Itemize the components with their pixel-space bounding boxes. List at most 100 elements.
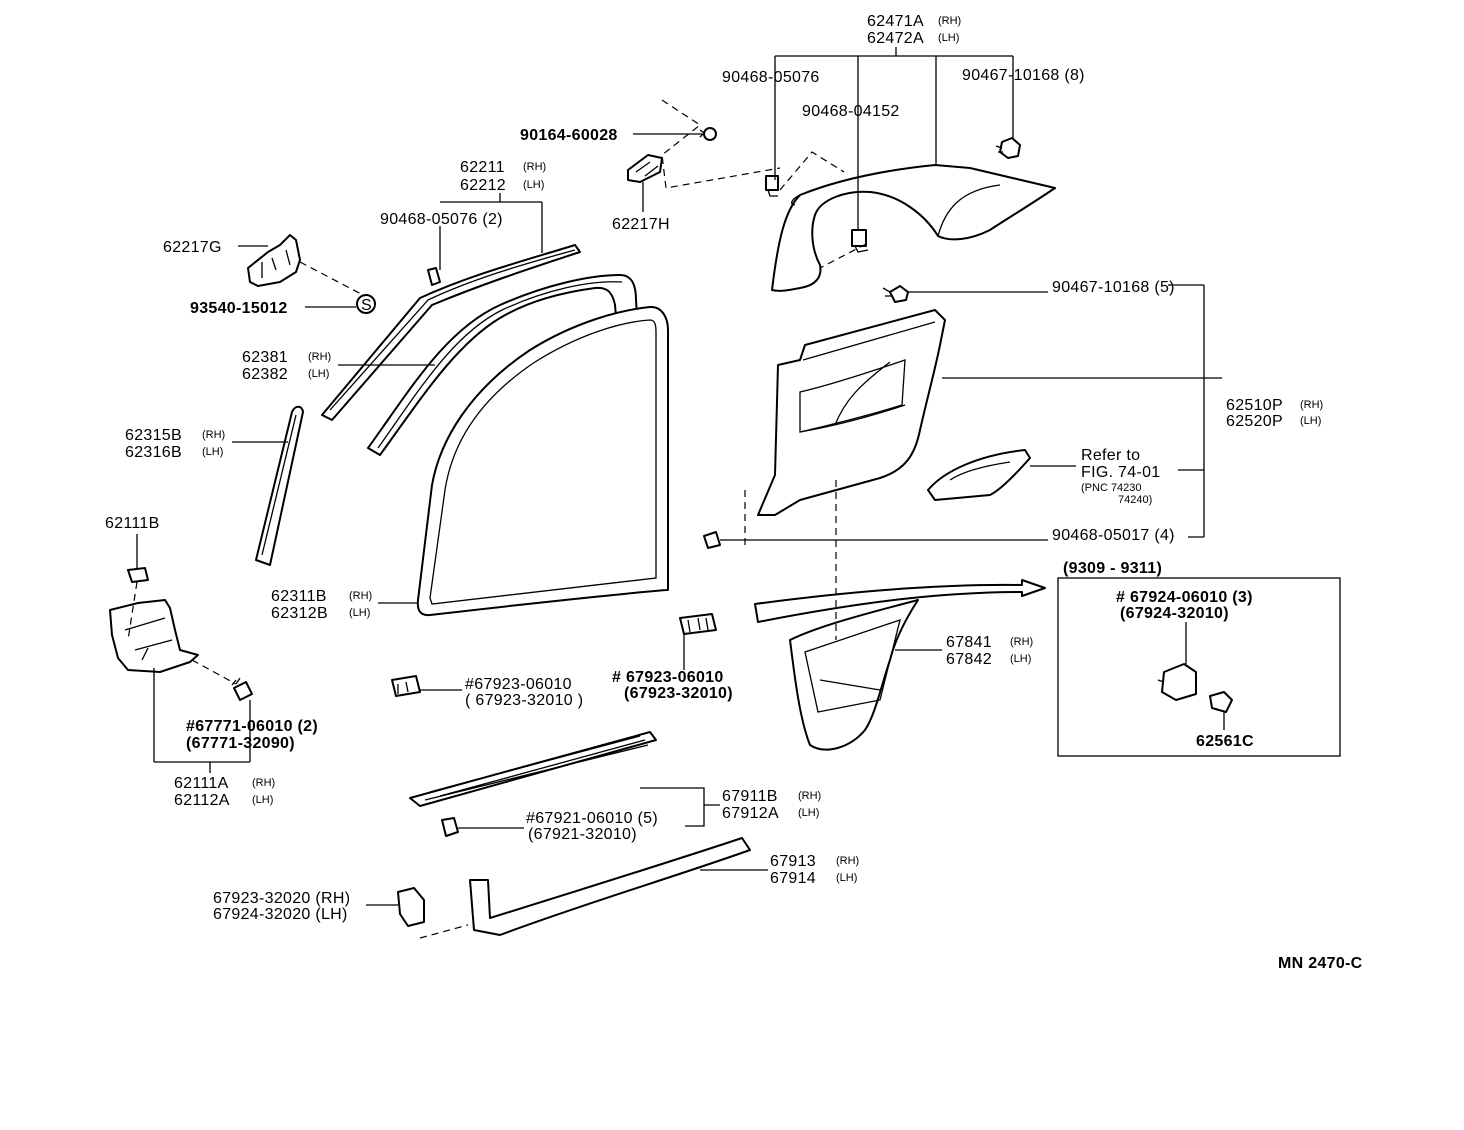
label-refer-line4: 74240) xyxy=(1118,494,1152,506)
label-67914: 67914 xyxy=(770,870,816,887)
leader-lines xyxy=(127,47,1341,939)
label-90164-60028: 90164-60028 xyxy=(520,127,618,144)
label-62212: 62212 xyxy=(460,177,506,194)
label-67923-b-line1: # 67923-06010 xyxy=(612,669,724,686)
label-67921-line2: (67921-32010) xyxy=(528,826,637,843)
label-67923-a-line2: ( 67923-32010 ) xyxy=(465,692,583,709)
label-62211-sub: (RH) xyxy=(523,161,546,173)
label-62471A: 62471A xyxy=(867,13,924,30)
clip-67923-a-part xyxy=(391,675,421,697)
label-diagram-code: MN 2470-C xyxy=(1278,955,1363,972)
cowl-trim-62111A-part xyxy=(109,599,199,673)
pillar-62315B-part xyxy=(255,405,304,566)
label-67923-a-line1: #67923-06010 xyxy=(465,676,572,693)
label-62311B: 62311B xyxy=(271,588,327,605)
quarter-trim-62510P-part xyxy=(757,309,946,516)
label-62520P-sub: (LH) xyxy=(1300,415,1321,427)
label-62472A: 62472A xyxy=(867,30,924,47)
label-refer-line1: Refer to xyxy=(1081,447,1140,464)
label-67842: 67842 xyxy=(946,651,992,668)
label-62111B: 62111B xyxy=(105,515,160,532)
clip-93540-symbol: S xyxy=(361,297,372,314)
label-67913-sub: (RH) xyxy=(836,855,859,867)
clip-90467-10168-8-part xyxy=(995,137,1021,159)
label-62382-sub: (LH) xyxy=(308,368,329,380)
inset-clip-part xyxy=(1157,663,1197,701)
label-62111A-sub: (RH) xyxy=(252,777,275,789)
label-62217H: 62217H xyxy=(612,216,670,233)
clip-90467-10168-5-part xyxy=(882,285,909,303)
cap-62111B-part xyxy=(127,567,149,583)
label-90468-04152: 90468-04152 xyxy=(802,103,900,120)
trim-67841-part xyxy=(789,599,919,751)
clip-93540-part: S xyxy=(356,294,376,314)
label-inset-clip-line2: (67924-32010) xyxy=(1120,605,1229,622)
screw-67921-part xyxy=(441,817,459,837)
label-67914-sub: (LH) xyxy=(836,872,857,884)
label-62211: 62211 xyxy=(460,159,505,176)
weatherstrip-62211-part xyxy=(321,244,581,421)
label-67771-line2: (67771-32090) xyxy=(186,735,295,752)
clip-90468-04152-part xyxy=(851,229,869,253)
scuff-67913-part xyxy=(469,837,751,936)
label-refer-line3: (PNC 74230 xyxy=(1081,482,1142,494)
label-67923-32020: 67923-32020 (RH) xyxy=(213,890,350,907)
label-62312B: 62312B xyxy=(271,605,328,622)
label-62561C: 62561C xyxy=(1196,733,1254,750)
clip-67923-32020-part xyxy=(397,887,425,927)
label-62112A: 62112A xyxy=(174,792,230,809)
clip-90468-05017-part xyxy=(703,531,721,549)
trim-strip-arrow xyxy=(754,579,1046,623)
label-62381: 62381 xyxy=(242,349,288,366)
label-67841: 67841 xyxy=(946,634,992,651)
inset-62561C-part xyxy=(1209,691,1233,713)
label-67913: 67913 xyxy=(770,853,816,870)
label-90467-10168-8: 90467-10168 (8) xyxy=(962,67,1085,84)
label-67924-32020: 67924-32020 (LH) xyxy=(213,906,348,923)
label-93540-15012: 93540-15012 xyxy=(190,300,288,317)
label-67921-line1: #67921-06010 (5) xyxy=(526,810,658,827)
label-67923-b-line2: (67923-32010) xyxy=(624,685,733,702)
label-62315B: 62315B xyxy=(125,427,182,444)
label-62381-sub: (RH) xyxy=(308,351,331,363)
label-62472A-sub: (LH) xyxy=(938,32,959,44)
clip-67923-b-part xyxy=(679,613,717,635)
label-62510P: 62510P xyxy=(1226,397,1283,414)
screw-67771-part xyxy=(231,677,253,701)
clip-90468-05076-part xyxy=(765,175,779,197)
labels: 62471A (RH) 62472A (LH) 90468-05076 9046… xyxy=(105,13,1363,972)
armrest-reference-part xyxy=(927,449,1031,501)
label-62316B: 62316B xyxy=(125,444,182,461)
screw-90164-part xyxy=(699,127,717,141)
label-90468-05017-4: 90468-05017 (4) xyxy=(1052,527,1175,544)
label-62510P-sub: (RH) xyxy=(1300,399,1323,411)
scuff-plate-67911B-part xyxy=(409,731,657,807)
label-62212-sub: (LH) xyxy=(523,179,544,191)
label-67912A-sub: (LH) xyxy=(798,807,819,819)
label-inset-period: (9309 - 9311) xyxy=(1063,560,1162,577)
label-67911B: 67911B xyxy=(722,788,778,805)
inset-frame xyxy=(1057,577,1341,757)
label-67912A: 67912A xyxy=(722,805,779,822)
label-62316B-sub: (LH) xyxy=(202,446,223,458)
label-62315B-sub: (RH) xyxy=(202,429,225,441)
weatherstrip-62311B-part xyxy=(416,305,669,617)
label-90468-05076-2: 90468-05076 (2) xyxy=(380,211,503,228)
label-62520P: 62520P xyxy=(1226,413,1283,430)
label-inset-clip-line1: # 67924-06010 (3) xyxy=(1116,589,1253,606)
label-62112A-sub: (LH) xyxy=(252,794,273,806)
label-67771-line1: #67771-06010 (2) xyxy=(186,718,318,735)
label-refer-line2: FIG. 74-01 xyxy=(1081,464,1160,481)
label-62312B-sub: (LH) xyxy=(349,607,370,619)
label-62471A-sub: (RH) xyxy=(938,15,961,27)
label-90467-10168-5: 90467-10168 (5) xyxy=(1052,279,1175,296)
bracket-62217H-part xyxy=(627,154,663,183)
label-67842-sub: (LH) xyxy=(1010,653,1031,665)
label-62217G: 62217G xyxy=(163,239,222,256)
quarter-trim-upper-part xyxy=(771,164,1056,292)
label-67841-sub: (RH) xyxy=(1010,636,1033,648)
label-90468-05076: 90468-05076 xyxy=(722,69,820,86)
label-62111A: 62111A xyxy=(174,775,229,792)
